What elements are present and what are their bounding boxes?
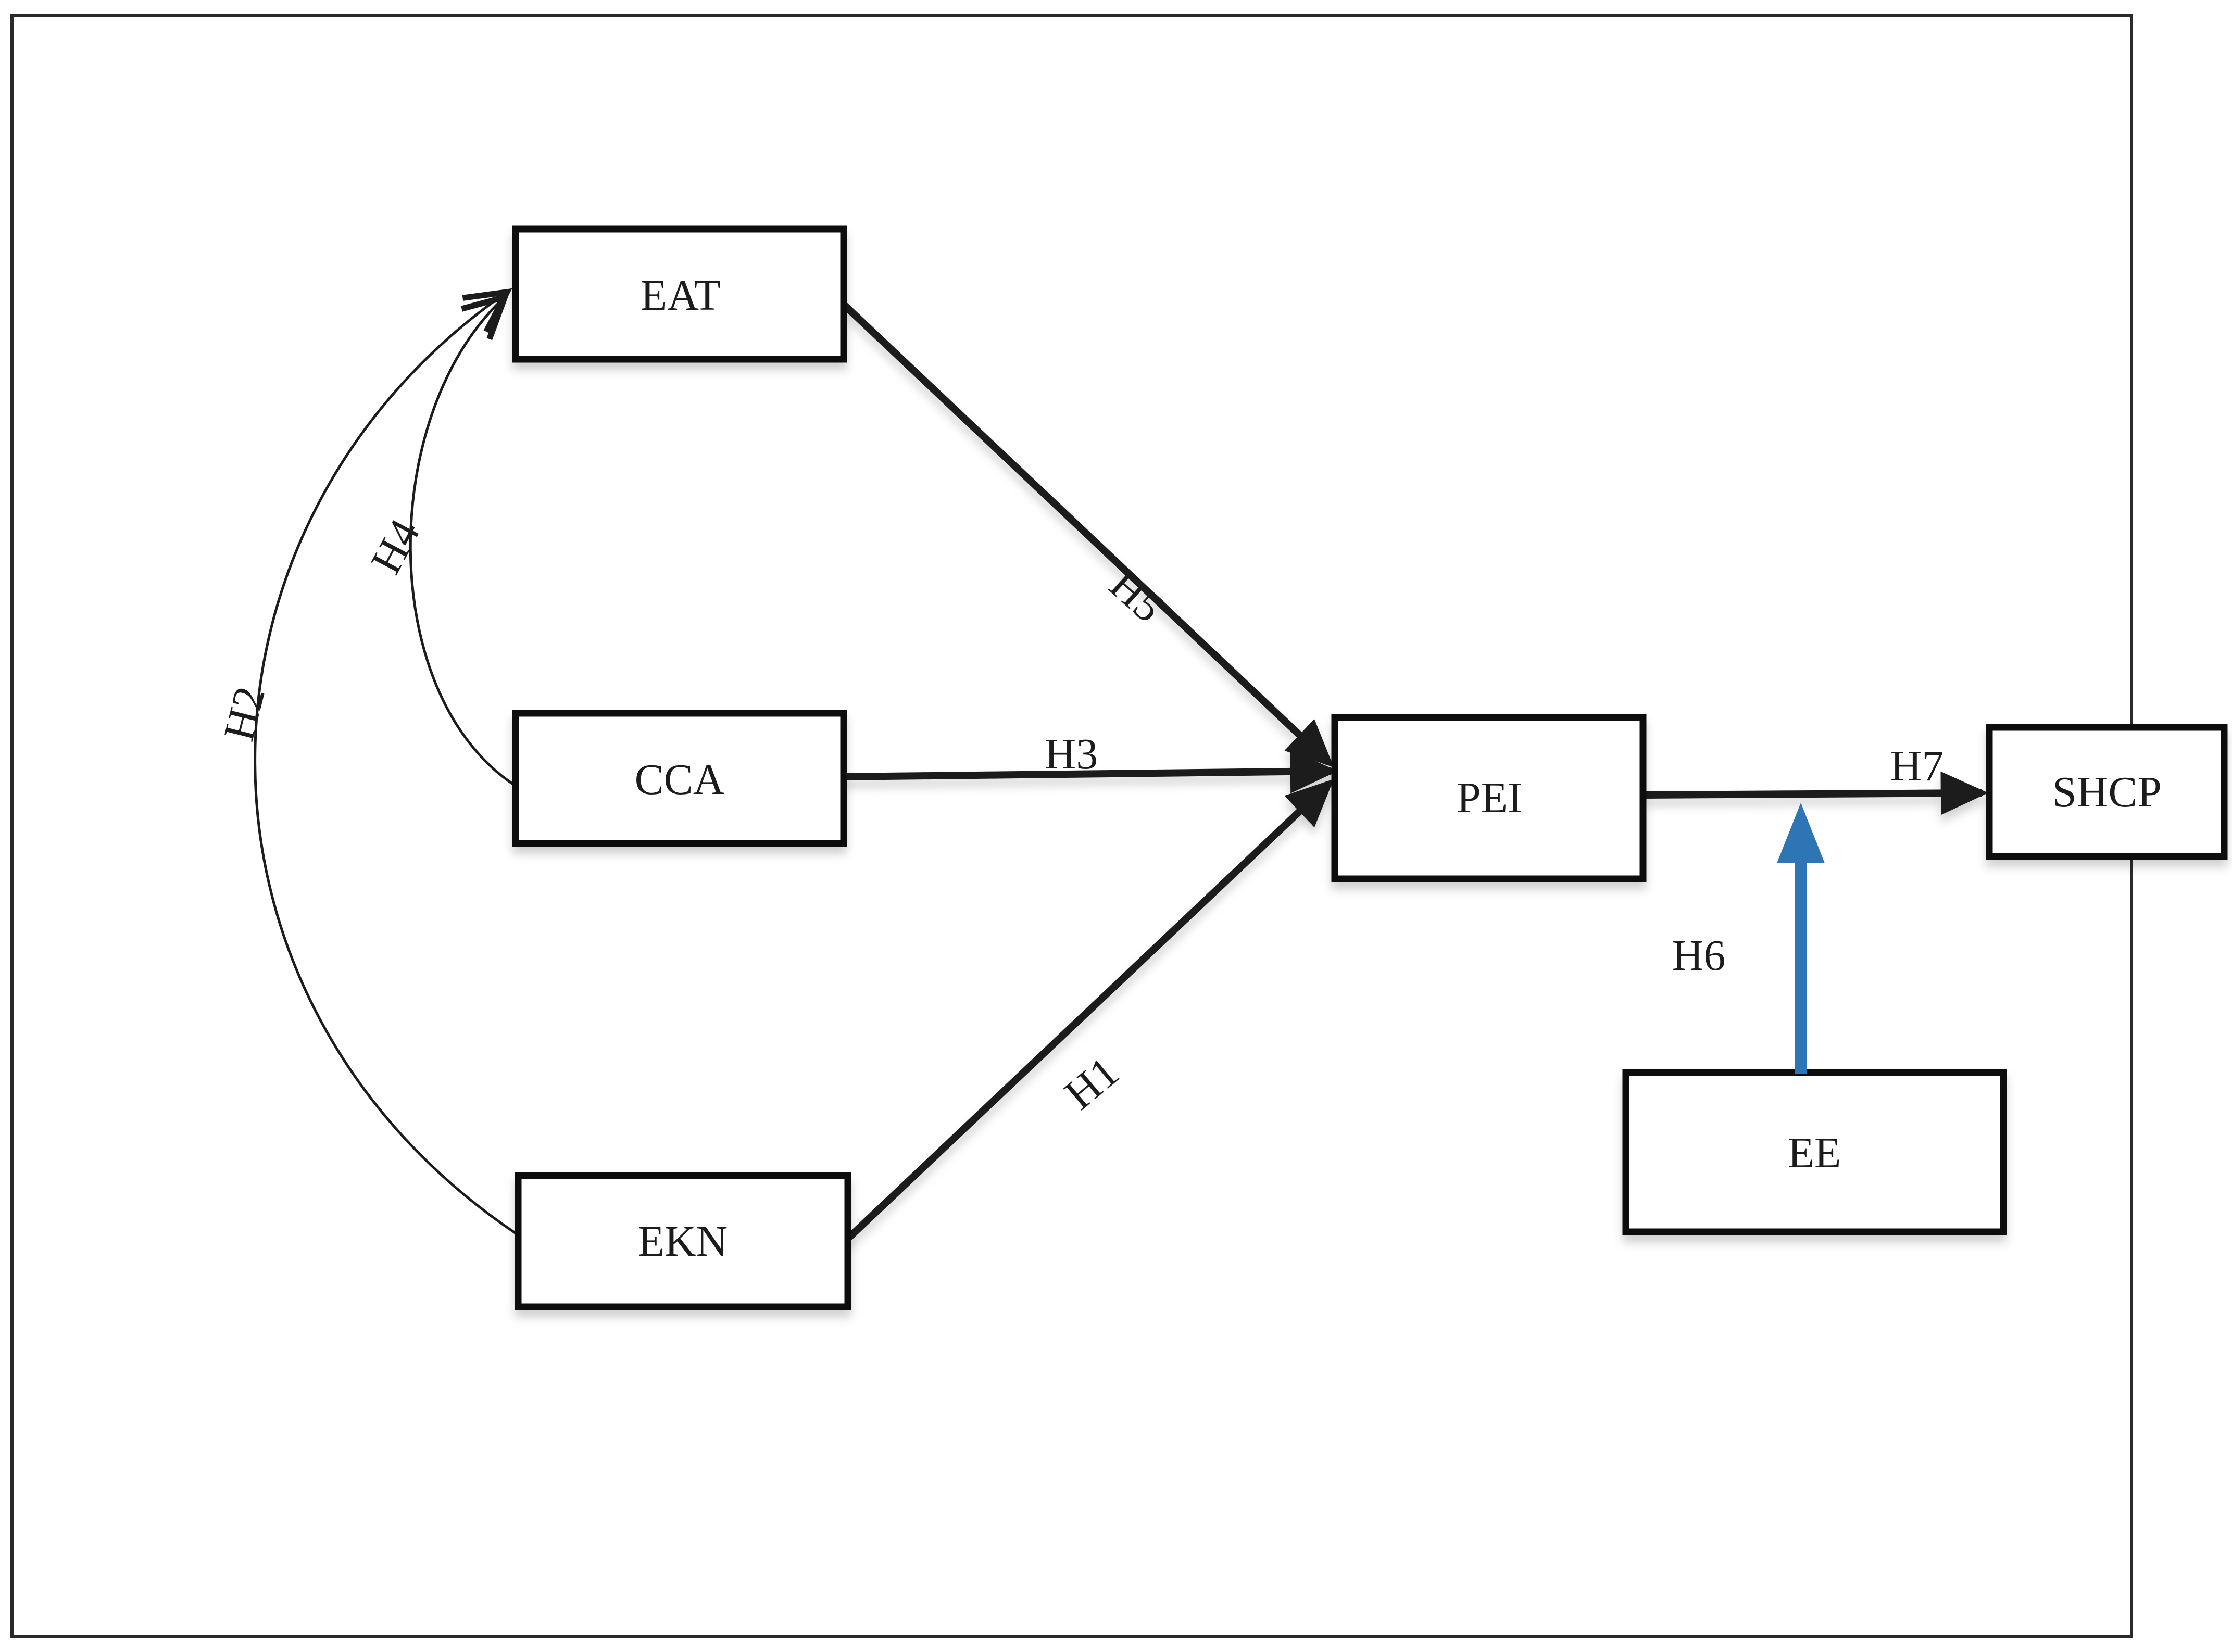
h6-label: H6 (1672, 931, 1726, 980)
curved-paths (254, 288, 519, 1237)
ekn-box (515, 1172, 851, 1310)
h3-label: H3 (1045, 730, 1098, 778)
h1-arrow (844, 779, 1334, 1243)
cca-label: CCA (635, 755, 725, 804)
h7-arrow (1642, 771, 1988, 815)
shcp-box (1986, 724, 2228, 860)
h6-moderation-arrow (1777, 803, 1825, 1074)
h1-label: H1 (1056, 1048, 1127, 1119)
figure-border (10, 14, 2133, 1638)
h2-label: H2 (215, 682, 274, 746)
ee-label: EE (1788, 1129, 1841, 1177)
h7-label: H7 (1890, 742, 1944, 790)
h5-arrow (838, 299, 1334, 767)
h4-label: H4 (361, 512, 429, 582)
shcp-label: SHCP (2052, 768, 2162, 816)
h5-label: H5 (1100, 560, 1173, 632)
straight-paths (838, 299, 1988, 1243)
eat-box (512, 225, 847, 363)
h4-curve (409, 293, 516, 787)
cca-box (512, 710, 847, 847)
construct-boxes (512, 225, 2228, 1310)
pei-box (1331, 714, 1647, 882)
path-labels: H1 H2 H3 H4 H5 H6 H7 (215, 512, 1943, 1119)
pei-label: PEI (1457, 774, 1522, 822)
eat-label: EAT (641, 271, 721, 320)
ee-box (1622, 1069, 2007, 1235)
h2-curve (254, 288, 519, 1237)
h3-arrow (842, 750, 1338, 793)
ekn-label: EKN (638, 1217, 728, 1266)
construct-labels: EAT CCA EKN PEI SHCP EE (635, 271, 2162, 1266)
h6-arrowhead (1777, 803, 1825, 863)
